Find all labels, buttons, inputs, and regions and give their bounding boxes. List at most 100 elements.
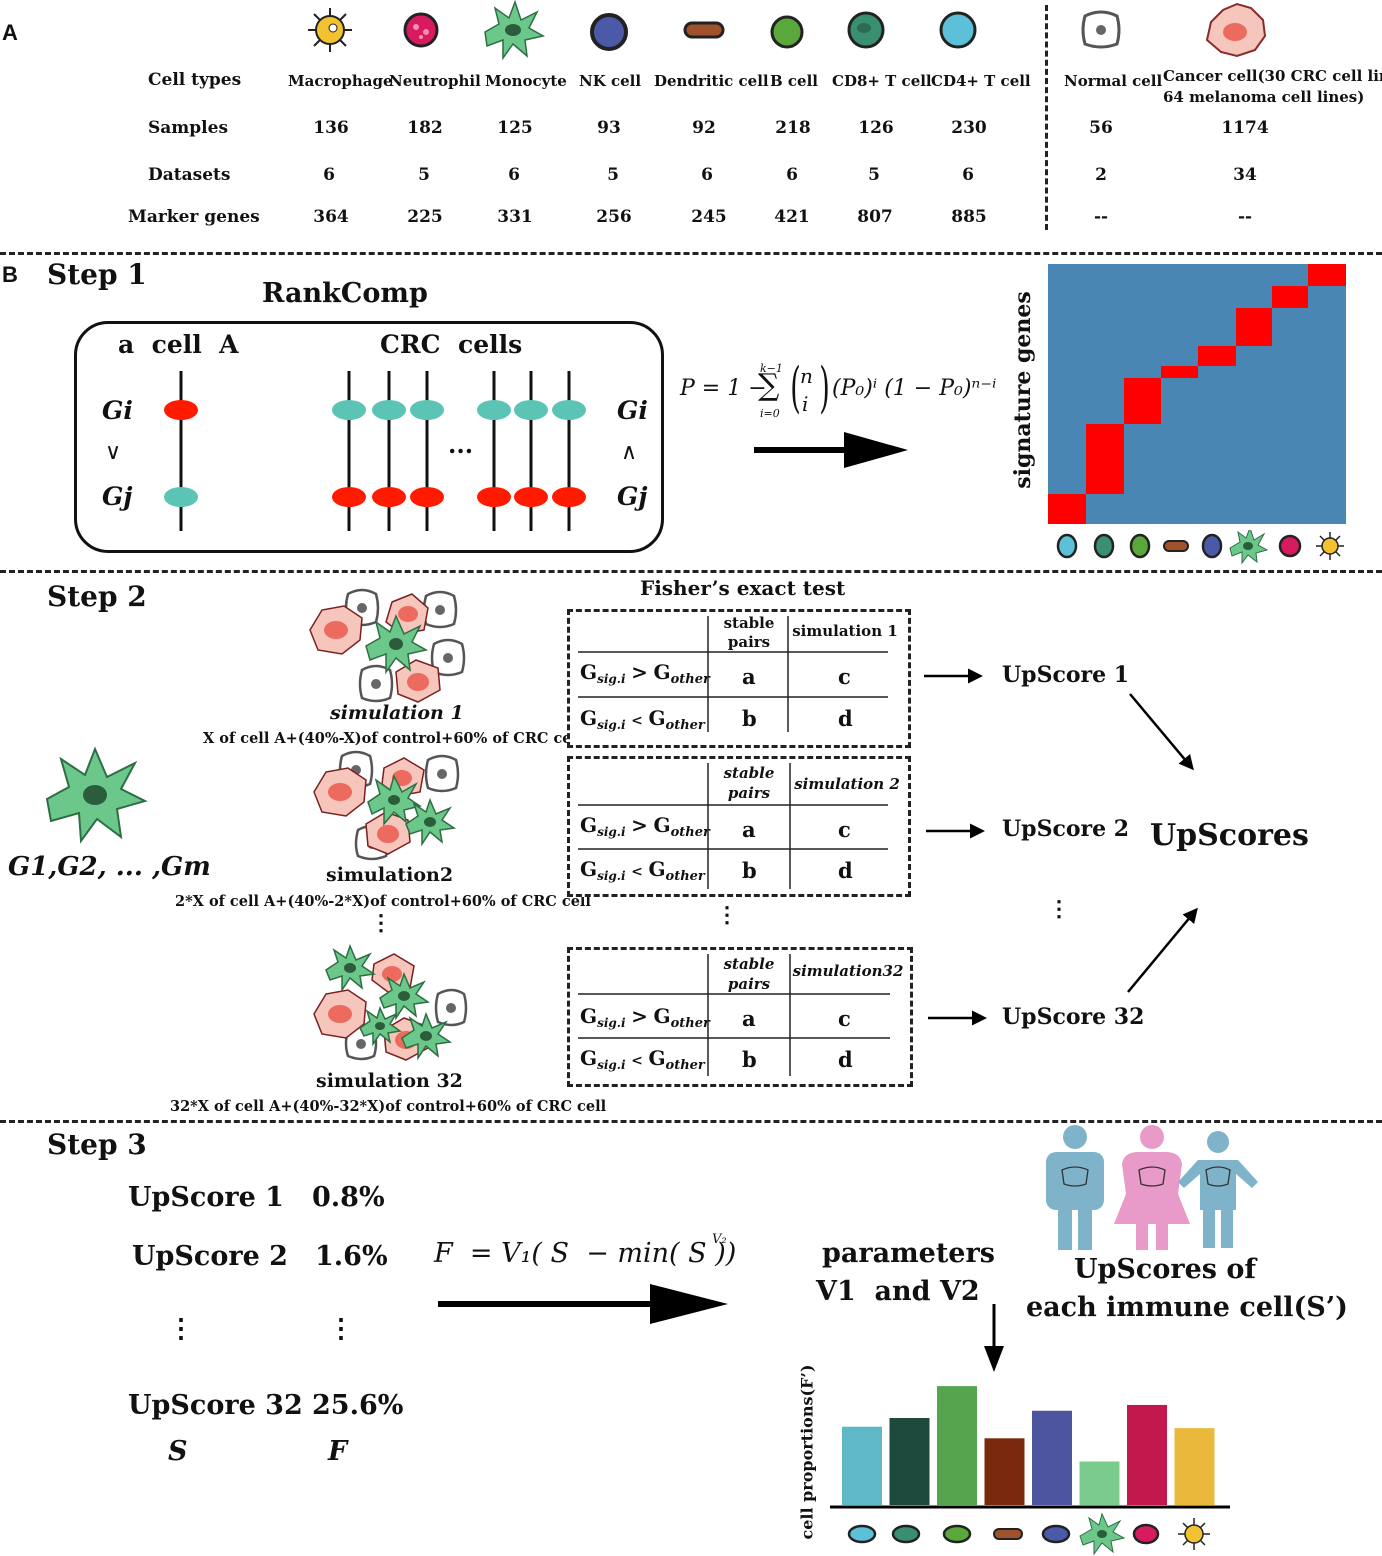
cell-a-monocyte-icon [45,746,148,844]
fisher2-col2: simulation 2 [794,775,900,793]
fisher2-d: d [838,858,853,883]
step2-title: Step 2 [47,580,147,613]
proportion-bar-4 [984,1438,1025,1505]
binom-bottom: i [802,392,809,416]
simulation32-caption: 32*X of cell A+(40%-32*X)of control+60% … [170,1098,607,1115]
cell-a-label: a cell A [118,330,239,359]
heatmap-ylabel: signature genes [1010,291,1036,489]
cell-proportions-bar-chart [830,1386,1230,1509]
fisher1-row2: Gsig.i < Gother [580,706,705,734]
sum-top: k−1 [760,362,783,375]
monocyte-icon [484,0,546,61]
samples-neutrophil: 182 [407,118,443,138]
dendritic-cell-icon [683,21,725,39]
extra-cell-icons [1081,2,1267,58]
datasets-b-cell: 6 [786,165,798,185]
datasets-normal: 2 [1095,165,1107,185]
macrophage-icon [1178,1518,1210,1550]
samples-monocyte: 125 [497,118,533,138]
fisher32-b: b [742,1047,757,1072]
celltype-neutrophil: Neutrophil [389,72,481,90]
male-patient-icon [1046,1125,1104,1250]
patients-icon [1046,1125,1258,1250]
crc-ellipsis: ... [448,430,474,459]
fisher-title: Fisher’s exact test [640,576,846,600]
cell-icon-row [308,0,977,61]
markers-normal: -- [1093,207,1109,227]
markers-macrophage: 364 [313,207,349,227]
params-line2: V1 and V2 [816,1276,980,1307]
step1-arrow [754,432,908,468]
fisher2-col1: stable pairs [723,764,775,802]
normal-cell-icon [1081,10,1121,49]
simulation1-caption: X of cell A+(40%-X)of control+60% of CRC… [203,730,583,747]
step3-upscore1: UpScore 1 [128,1182,284,1213]
simulation2-caption: 2*X of cell A+(40%-2*X)of control+60% of… [175,893,591,910]
step3-formula: F = V₁( S − min( S )) [434,1238,737,1269]
simulation1-label: simulation 1 [330,702,464,724]
celltype-b-cell: B cell [770,72,818,90]
proportion-bar-3 [937,1386,977,1505]
fisher32-row1: Gsig.i > Gother [580,1004,710,1032]
neutrophil-icon [1132,1523,1160,1545]
macrophage-icon [1316,532,1344,560]
sim-vdots: ⋮ [370,910,392,936]
upscores-label: UpScores [1150,818,1309,853]
celltype-macrophage: Macrophage [288,72,393,90]
signature-heatmap [1048,264,1346,524]
dendritic-cell-icon [993,1528,1023,1540]
markers-cancer: -- [1237,207,1253,227]
celltype-cd8-t-cell: CD8+ T cell [832,72,932,90]
separator-a-b [0,252,1382,255]
samples-nk-cell: 93 [597,118,621,138]
simulation2-mixture [313,750,460,861]
step3-vdots-f: ⋮ [328,1314,354,1344]
proportion-bar-7 [1127,1404,1167,1505]
fisher1-c: c [838,664,851,689]
lt-left: ∨ [105,440,122,465]
row-label-cell-types: Cell types [148,70,242,90]
samples-cd8-t-cell: 126 [858,118,894,138]
step3-vdots-s: ⋮ [168,1314,194,1344]
heatmap-cell-icons [1056,530,1344,565]
separator-step1-step2 [0,570,1382,573]
simulation1-mixture [309,588,466,703]
step3-title: Step 3 [47,1128,147,1161]
sum-sign: ∑ [758,368,780,403]
celltype-monocyte: Monocyte [485,72,567,90]
fisher-table-1: stable pairs simulation 1 Gsig.i > Gothe… [567,609,911,748]
step3-value2: 1.6% [315,1241,388,1272]
fisher-table-2-grid [578,763,888,889]
cd4-t-cell-icon [1056,533,1078,559]
rankcomp-formula-tail: (P₀)ⁱ (1 − P₀)ⁿ⁻ⁱ [832,376,997,401]
rankcomp-formula-lhs: P = 1 − [680,376,767,401]
row-label-samples: Samples [148,118,229,138]
fisher1-a: a [742,664,756,689]
cell-a-gene-pair [164,371,198,531]
step3-s-label: S [168,1436,188,1467]
datasets-neutrophil: 5 [418,165,430,185]
fisher1-row1: Gsig.i > Gother [580,660,710,688]
proportion-bar-2 [889,1418,930,1505]
fisher1-col1: stable pairs [723,614,775,651]
fisher32-d: d [838,1047,853,1072]
celltype-cancer-line2: 64 melanoma cell lines) [1163,88,1365,106]
fisher32-c: c [838,1006,851,1031]
samples-b-cell: 218 [775,118,811,138]
samples-normal: 56 [1089,118,1113,138]
upscore-1: UpScore 1 [1002,662,1130,688]
gt-right: ∧ [621,440,638,465]
rankcomp-title: RankComp [262,278,428,309]
neutrophil-icon [403,12,439,48]
markers-cd4-t-cell: 885 [951,207,987,227]
markers-dendritic-cell: 245 [691,207,727,227]
step3-upscore32: UpScore 32 [128,1390,303,1421]
markers-b-cell: 421 [774,207,810,227]
fisher-table-2: stable pairs simulation 2 Gsig.i > Gothe… [567,756,911,897]
celltype-cd4-t-cell: CD4+ T cell [931,72,1031,90]
b-cell-icon [942,1524,972,1544]
gene-set-label: G1,G2, ... ,Gm [8,852,211,882]
celltype-nk-cell: NK cell [579,72,642,90]
fisher2-b: b [742,858,757,883]
heatmap-blocks [1048,264,1346,524]
